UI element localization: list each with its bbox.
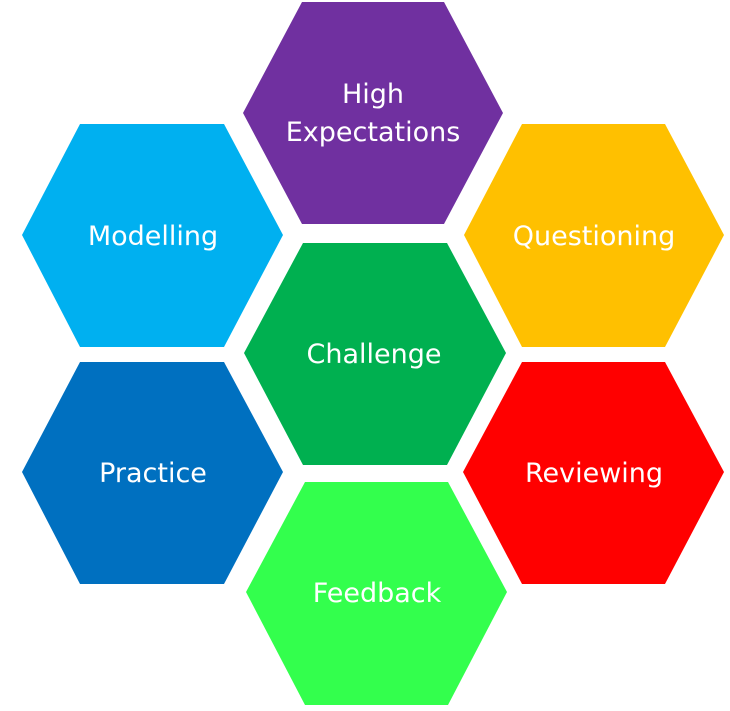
hex-reviewing: Reviewing <box>463 362 724 584</box>
hex-modelling-label: Modelling <box>88 221 218 252</box>
hex-questioning-label: Questioning <box>513 221 676 252</box>
hex-challenge-shape <box>244 243 506 465</box>
hex-questioning-shape <box>464 124 724 347</box>
hex-reviewing-label: Reviewing <box>525 458 663 489</box>
hex-challenge-label: Challenge <box>307 339 442 370</box>
hex-high-expectations-shape <box>243 2 503 224</box>
hex-challenge: Challenge <box>244 243 506 465</box>
hex-questioning: Questioning <box>464 124 724 347</box>
hex-high-expectations-label-line2: Expectations <box>286 117 461 148</box>
hex-feedback-label: Feedback <box>313 578 442 609</box>
hex-reviewing-shape <box>463 362 724 584</box>
hex-high-expectations-label: High <box>342 79 404 110</box>
hex-feedback-shape <box>246 482 507 705</box>
hex-modelling-shape <box>22 124 283 347</box>
hex-practice-shape <box>22 362 283 584</box>
hex-feedback: Feedback <box>246 482 507 705</box>
hex-high-expectations: High Expectations <box>243 2 503 224</box>
hex-modelling: Modelling <box>22 124 283 347</box>
hex-practice-label: Practice <box>99 458 207 489</box>
hex-practice: Practice <box>22 362 283 584</box>
